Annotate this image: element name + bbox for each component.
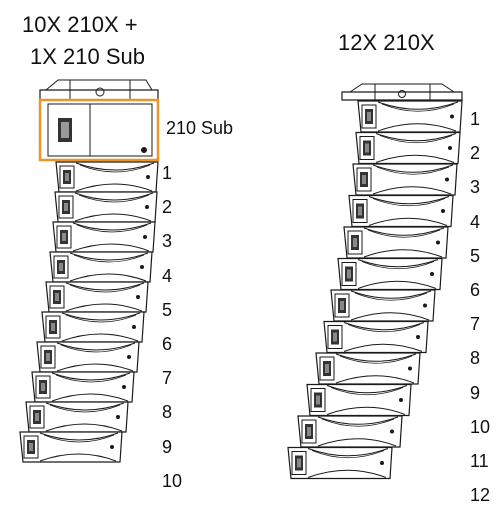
- right-box-6: [337, 257, 443, 291]
- left-box-number: 1: [162, 163, 173, 183]
- right-box-number: 7: [470, 314, 481, 335]
- left-box-7: [36, 341, 140, 373]
- right-box-number: 9: [470, 382, 481, 403]
- right-box-number: 1: [470, 109, 481, 129]
- left-box-number: 10: [162, 470, 183, 491]
- right-rigging-frame: [341, 83, 463, 101]
- left-box-number: 9: [162, 436, 173, 457]
- left-box-8: [31, 371, 135, 403]
- left-box-6: [41, 311, 145, 343]
- right-box-number: 4: [470, 211, 481, 232]
- right-box-number: 10: [470, 416, 491, 437]
- right-box-7: [330, 289, 436, 322]
- left-box-number: 4: [162, 265, 173, 286]
- right-box-number: 3: [470, 177, 481, 198]
- right-box-12: [287, 446, 393, 480]
- right-box-3: [352, 163, 458, 196]
- left-box-9: [25, 401, 129, 433]
- right-box-11: [297, 415, 403, 448]
- left-box-number: 3: [162, 231, 173, 252]
- left-box-number: 7: [162, 368, 173, 389]
- left-box-number: 6: [162, 334, 173, 354]
- left-box-3: [52, 221, 156, 253]
- left-box-2: [54, 191, 158, 223]
- left-box-number: 2: [162, 197, 173, 218]
- right-box-9: [315, 352, 421, 385]
- left-rigging-frame: [39, 79, 159, 101]
- sub-label: 210 Sub: [166, 118, 234, 138]
- left-box-number: 8: [162, 402, 173, 423]
- right-box-8: [323, 320, 429, 354]
- right-array: [287, 100, 463, 480]
- sub-cabinet: [38, 98, 160, 162]
- right-box-number: 5: [470, 245, 481, 266]
- right-array-title: 12X 210X: [338, 30, 435, 55]
- right-box-number: 11: [470, 451, 489, 471]
- left-box-5: [45, 281, 149, 313]
- left-array-title: 10X 210X +: [22, 12, 138, 37]
- right-box-1: [357, 100, 463, 133]
- right-box-number: 2: [470, 143, 481, 164]
- left-array: [19, 161, 159, 463]
- left-box-number: 5: [162, 299, 173, 320]
- right-box-number: 6: [470, 280, 481, 300]
- left-box-4: [49, 251, 153, 283]
- right-box-4: [348, 194, 454, 228]
- right-box-2: [355, 131, 461, 165]
- left-box-10: [19, 431, 123, 463]
- left-box-1: [55, 161, 159, 193]
- right-box-10: [306, 383, 412, 417]
- left-array-subtitle: 1X 210 Sub: [30, 44, 145, 69]
- right-box-5: [343, 226, 449, 259]
- right-box-number: 8: [470, 348, 481, 369]
